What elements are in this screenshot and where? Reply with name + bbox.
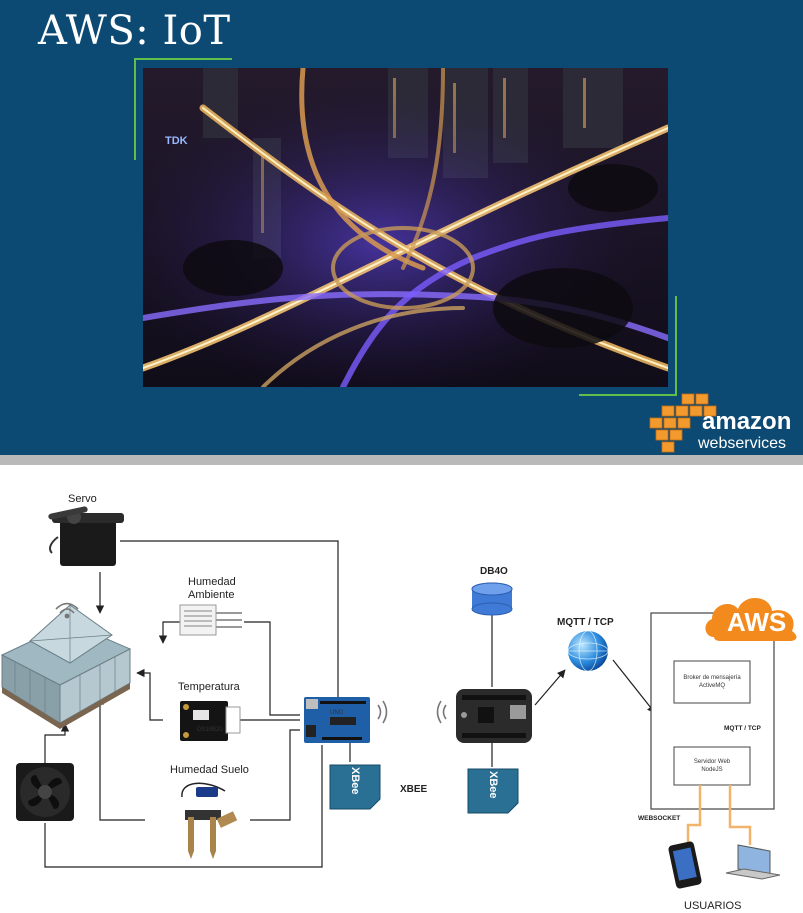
soil-sensor-icon: [181, 782, 238, 859]
logo-line1: amazon: [702, 408, 791, 435]
temperature-sensor-icon: DS18B20: [180, 701, 241, 741]
logo-line2: webservices: [697, 435, 786, 452]
fan-to-greenhouse-arrow: [44, 723, 70, 765]
arduino-board-icon: UNO: [304, 697, 370, 743]
server-label-1: Servidor Web: [694, 759, 731, 765]
accent-bracket-bottom-right: [579, 296, 677, 396]
fan-icon: [16, 763, 74, 821]
humedad-ambiente-label-1: Humedad: [188, 576, 236, 588]
wifi-icon: [377, 700, 447, 724]
database-icon: [471, 582, 513, 616]
aws-cloud-label: AWS: [727, 607, 786, 637]
slide-separator: [0, 455, 803, 465]
smartphone-icon: [668, 841, 702, 889]
globe-icon: [567, 630, 609, 672]
beaglebone-board-icon: [456, 689, 532, 743]
greenhouse-icon: [0, 604, 132, 729]
humidity-to-greenhouse-arrow: [158, 621, 180, 644]
accent-bracket-top-left: [134, 58, 232, 160]
city-highway-photo: TDK: [143, 68, 668, 387]
internet-to-aws-arrow: [612, 659, 656, 714]
amazon-web-services-logo: amazon webservices: [648, 392, 803, 454]
soil-connector: [250, 729, 300, 821]
temperature-to-greenhouse-arrow: [136, 668, 163, 721]
gateway-to-internet-arrow: [534, 669, 566, 706]
svg-text:UNO: UNO: [330, 710, 344, 716]
temperatura-label: Temperatura: [178, 681, 241, 693]
iot-architecture-diagram: Servo: [0, 465, 803, 913]
xbee-module-icon: XBee: [467, 768, 519, 814]
xbee-module-icon: XBee: [329, 764, 381, 810]
websocket-link-phone: [686, 785, 702, 843]
servo-label: Servo: [68, 493, 97, 505]
aws-cloud-icon: AWS: [705, 597, 797, 641]
websocket-label: WEBSOCKET: [638, 815, 680, 822]
server-box: [673, 746, 751, 786]
humidity-connector: [244, 621, 300, 716]
humedad-ambiente-label-2: Ambiente: [188, 589, 234, 601]
laptop-icon: [725, 844, 781, 880]
mqtt-tcp-inner-label: MQTT / TCP: [724, 725, 761, 732]
xbee-link-label: XBEE: [400, 784, 428, 795]
broker-label-2: ActiveMQ: [699, 683, 725, 689]
title-slide: AWS: IoT: [0, 0, 803, 455]
websocket-link-laptop: [728, 785, 752, 845]
humedad-suelo-label: Humedad Suelo: [170, 764, 249, 776]
xbee-label-right: XBee: [487, 771, 499, 799]
svg-text:TDK: TDK: [165, 135, 188, 147]
humidity-sensor-icon: [179, 604, 242, 636]
slide-title: AWS: IoT: [38, 8, 231, 54]
fan-connector: [44, 745, 323, 868]
mqtt-tcp-label: MQTT / TCP: [557, 617, 614, 628]
server-label-2: NodeJS: [701, 767, 722, 773]
broker-label-1: Broker de mensajería: [683, 675, 741, 681]
servo-icon: [48, 506, 124, 566]
broker-box: [673, 660, 751, 704]
xbee-label-left: XBee: [349, 767, 361, 795]
usuarios-label: USUARIOS: [684, 900, 741, 912]
soil-to-greenhouse-arrow: [95, 696, 145, 821]
db-label: DB4O: [480, 566, 508, 577]
svg-text:DS18B20: DS18B20: [197, 727, 223, 733]
wifi-icon: [55, 602, 79, 619]
